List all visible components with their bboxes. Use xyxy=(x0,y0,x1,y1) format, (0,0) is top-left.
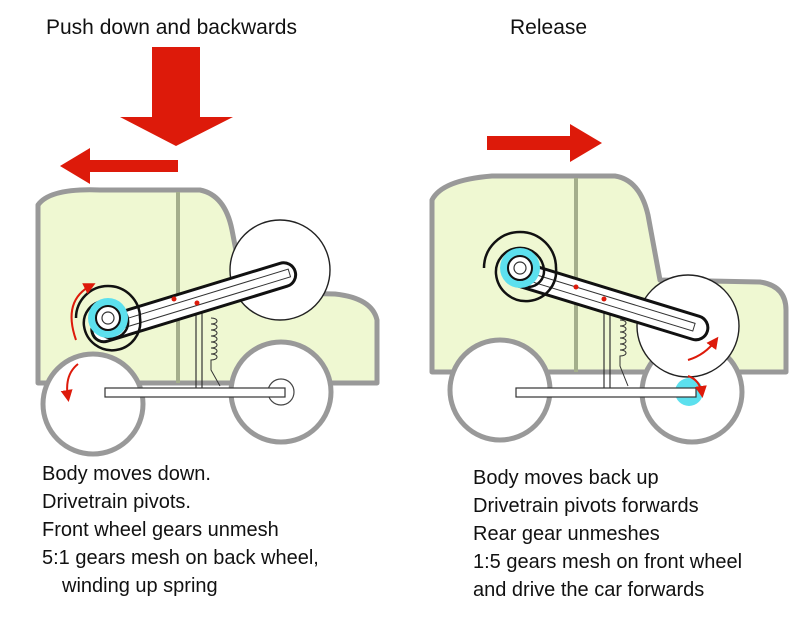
spring-left xyxy=(210,317,221,387)
caption-line: Body moves down. xyxy=(42,463,211,485)
pivot-dot-left-a xyxy=(171,296,177,302)
rotation-arrow-left-top xyxy=(70,283,96,341)
front-spiral-left xyxy=(74,284,142,352)
caption-line: winding up spring xyxy=(62,575,218,597)
caption-line: 1:5 gears mesh on front wheel xyxy=(473,551,743,573)
rear-spiral-right xyxy=(482,230,558,303)
release-forward-arrow xyxy=(487,124,602,162)
pivot-dot-right-b xyxy=(601,296,607,302)
caption-line: Drivetrain pivots forwards xyxy=(473,495,699,517)
caption-line: and drive the car forwards xyxy=(473,579,705,601)
left-panel-caption: Body moves down. Drivetrain pivots. Fron… xyxy=(42,460,319,600)
front-gear-hub-left xyxy=(101,311,115,325)
caption-line: Body moves back up xyxy=(473,467,659,489)
caption-line: 5:1 gears mesh on back wheel, xyxy=(42,547,319,569)
right-panel-caption: Body moves back up Drivetrain pivots for… xyxy=(473,464,742,604)
left-panel xyxy=(35,47,380,457)
rear-gear-hub-right xyxy=(513,261,527,275)
pivot-dot-left-b xyxy=(194,300,200,306)
caption-line: Front wheel gears unmesh xyxy=(42,519,279,541)
spring-right xyxy=(619,313,629,387)
right-panel xyxy=(429,124,789,445)
left-panel-title: Push down and backwards xyxy=(46,16,297,39)
pivot-dot-right-a xyxy=(573,284,579,290)
right-panel-title: Release xyxy=(510,16,588,39)
rotation-arrow-left-wheel xyxy=(60,363,79,402)
push-down-arrow xyxy=(120,47,233,146)
chassis-bar-right xyxy=(515,387,697,398)
push-backward-arrow xyxy=(60,148,178,184)
caption-line: Drivetrain pivots. xyxy=(42,491,191,513)
caption-line: Rear gear unmeshes xyxy=(473,523,660,545)
chassis-bar-left xyxy=(104,387,286,398)
rotation-arrow-right-gear xyxy=(687,336,719,361)
front-wheel-left xyxy=(40,351,146,457)
rotation-arrow-right-wheel xyxy=(687,375,707,398)
